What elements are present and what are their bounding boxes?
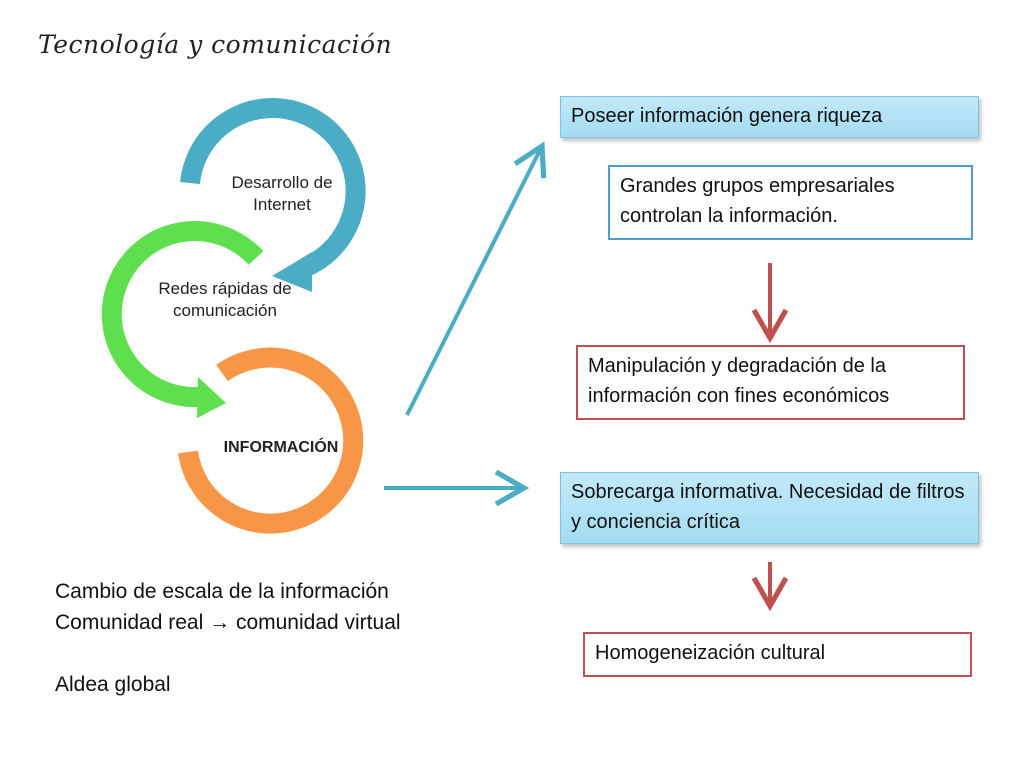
cycle-label-informacion: INFORMACIÓN [223,439,339,456]
box-manipulacion: Manipulación y degradación de la informa… [576,345,965,420]
cycle-ring-redes [101,221,264,408]
box-riqueza: Poseer información genera riqueza [560,96,979,138]
cycle-ring-desarrollo [180,98,366,277]
cycle-arrowhead-desarrollo [272,252,312,292]
note-comunidad: Comunidad real → comunidad virtual [55,607,401,638]
page-title: Tecnología y comunicación [38,30,393,59]
notes-block: Cambio de escala de la información Comun… [55,576,401,700]
box-grupos-empresariales: Grandes grupos empresariales controlan l… [608,165,973,240]
box-homogeneizacion: Homogeneización cultural [583,632,972,677]
box-sobrecarga: Sobrecarga informativa. Necesidad de fil… [560,472,979,544]
note-comunidad-virtual: comunidad virtual [235,611,401,634]
cycle-label-desarrollo: Desarrollo de Internet [231,173,333,214]
note-cambio-escala: Cambio de escala de la información [55,580,389,603]
cycle-label-redes: Redes rápidas de comunicación [158,279,292,320]
cycle-ring-informacion [178,347,364,534]
arrow-right-icon: → [209,611,231,634]
note-comunidad-real: Comunidad real [55,611,204,634]
arrow-to-riqueza [405,141,547,416]
note-aldea-global: Aldea global [55,673,171,696]
cycle-arrowhead-redes [197,377,226,418]
